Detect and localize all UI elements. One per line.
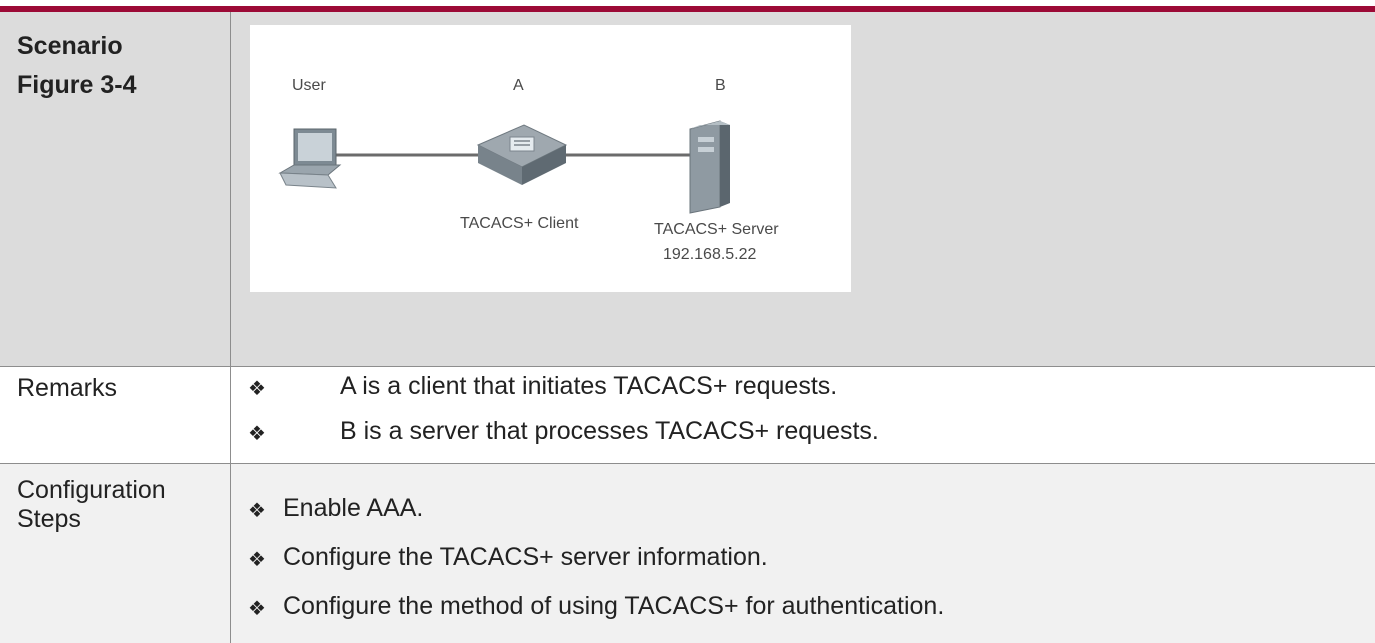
figure-ref-label: Figure 3-4 [17,71,137,99]
top-border [0,6,1375,12]
config-step-text: Enable AAA. [283,494,424,522]
config-steps-label-line1: Configuration [17,476,166,504]
bullet-icon: ❖ [248,598,266,620]
row-divider-2 [0,463,1375,464]
bullet-icon: ❖ [248,378,266,400]
column-divider [230,12,231,643]
node-b-label: B [715,77,726,94]
remarks-item-text: B is a server that processes TACACS+ req… [340,417,879,445]
server-label: TACACS+ Server [654,221,779,238]
bullet-icon: ❖ [248,500,266,522]
remarks-row [0,366,1375,463]
remarks-label: Remarks [17,374,118,402]
scenario-label: Scenario [17,32,123,60]
node-a-label: A [513,77,524,94]
config-step-text: Configure the TACACS+ server information… [283,543,768,571]
config-steps-label: Configuration Steps [17,476,166,534]
laptop-icon [278,128,342,189]
config-steps-row [0,463,1375,643]
config-steps-label-line2: Steps [17,505,81,533]
network-figure: User A B TACACS+ Client TACACS+ Server 1… [250,25,851,292]
server-icon [689,120,730,214]
network-diagram [278,120,730,214]
client-label: TACACS+ Client [460,215,579,232]
switch-icon [476,124,568,185]
bullet-icon: ❖ [248,423,266,445]
row-divider-1 [0,366,1375,367]
remarks-item-text: A is a client that initiates TACACS+ req… [340,372,838,400]
user-label: User [292,77,326,94]
config-step-text: Configure the method of using TACACS+ fo… [283,592,945,620]
server-ip-label: 192.168.5.22 [663,246,757,263]
bullet-icon: ❖ [248,549,266,571]
